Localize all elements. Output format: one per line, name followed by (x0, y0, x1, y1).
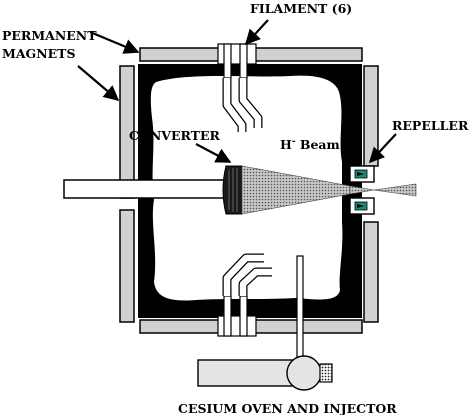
beam-exit (349, 183, 417, 197)
magnet-right-upper (363, 65, 379, 167)
arrow-converter (195, 143, 232, 163)
magnet-top-left (139, 47, 223, 62)
label-permanent: PERMANENT (2, 28, 97, 43)
label-filament: FILAMENT (6) (250, 1, 352, 16)
magnet-right-lower (363, 221, 379, 323)
arrow-repeller (368, 133, 397, 164)
label-beam-h: H (280, 137, 292, 152)
arrow-magnets-top (89, 30, 140, 54)
repeller (349, 165, 375, 215)
cesium-tube (296, 255, 304, 363)
label-magnets: MAGNETS (2, 46, 76, 61)
cesium-oven (197, 355, 333, 391)
label-beam-word: Beam (296, 137, 340, 152)
label-cesium: CESIUM OVEN AND INJECTOR (178, 401, 397, 415)
arrow-filament (244, 19, 269, 46)
label-beam-sup: - (292, 137, 296, 147)
label-repeller: REPELLER (392, 118, 469, 133)
label-converter: CONVERTER (129, 128, 220, 143)
magnet-left-lower (119, 209, 135, 323)
magnet-bottom-right (253, 319, 363, 334)
filament-bottom (217, 253, 272, 337)
converter-rod (63, 179, 233, 199)
magnet-top-right (253, 47, 363, 62)
magnet-bottom-left (139, 319, 223, 334)
filament-top (217, 43, 263, 132)
label-beam: H- Beam (280, 137, 340, 152)
pointer-arrows (77, 19, 397, 164)
converter-assembly (63, 165, 243, 215)
arrow-magnets-side (77, 65, 120, 101)
